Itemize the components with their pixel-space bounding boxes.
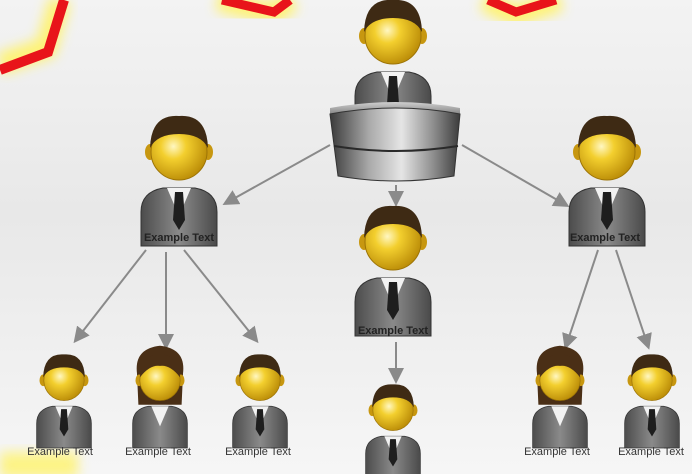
- level2-e-woman-icon: [532, 345, 588, 449]
- level2-b-woman-icon: [132, 345, 188, 449]
- arrow-left-to-c: [183, 249, 259, 344]
- podium-icon: [329, 102, 461, 182]
- node-label-level2-f: Example Text: [618, 446, 684, 458]
- level1-center-person-icon: [354, 205, 432, 337]
- decorative-red-stroke-top: [215, 0, 299, 26]
- connectors: [73, 144, 652, 384]
- level1-left-person-icon: [140, 115, 218, 247]
- arrow-left-to-a: [73, 249, 147, 344]
- node-label-level1-center: Example Text: [357, 325, 429, 337]
- level1-right-person-icon: [568, 115, 646, 247]
- level2-a-person-icon: [36, 354, 92, 449]
- node-label-level2-b: Example Text: [125, 446, 191, 458]
- level2-d-person-icon: [365, 384, 421, 474]
- arrow-right-to-f: [615, 249, 652, 350]
- decorative-red-stroke-right: [479, 0, 564, 28]
- node-label-level1-right: Example Text: [569, 232, 641, 244]
- decorative-red-stroke-left: [0, 0, 71, 75]
- node-label-level2-e: Example Text: [524, 446, 590, 458]
- level2-c-person-icon: [232, 354, 288, 449]
- arrow-top-to-right: [461, 144, 570, 207]
- decorative-yellow-glow-bottom-left: [0, 452, 78, 474]
- node-label-level1-left: Example Text: [143, 232, 215, 244]
- node-label-level2-a: Example Text: [27, 446, 93, 458]
- level2-f-person-icon: [624, 354, 680, 449]
- arrow-top-to-left: [222, 144, 331, 205]
- arrow-right-to-e: [562, 249, 599, 350]
- node-label-level2-c: Example Text: [225, 446, 291, 458]
